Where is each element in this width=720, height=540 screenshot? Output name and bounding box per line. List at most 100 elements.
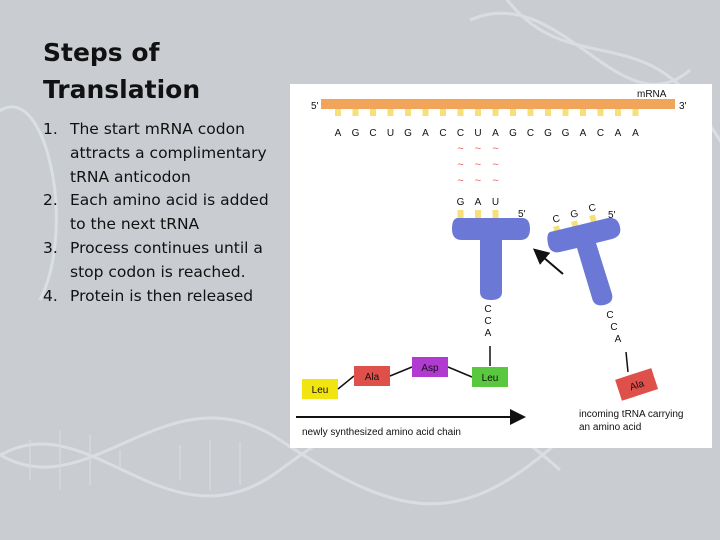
step-item: 1. The start mRNA codon attracts a compli… xyxy=(43,118,275,189)
chain-caption: newly synthesized amino acid chain xyxy=(302,427,461,438)
bound-trna-shape xyxy=(452,218,530,300)
step-number: 4. xyxy=(43,286,58,305)
mrna-base-label: G xyxy=(404,128,412,139)
incoming-trna-tail-base: A xyxy=(615,334,622,345)
anticodon-tick xyxy=(475,210,481,218)
anticodon-ticks xyxy=(457,210,499,218)
incoming-movement-arrow xyxy=(532,248,564,275)
mrna-base-label: A xyxy=(492,128,499,139)
mrna-base-tick xyxy=(510,109,516,116)
mrna-base-tick xyxy=(527,109,534,116)
mrna-base-label: U xyxy=(387,128,394,139)
step-text: Each amino acid is added to the next tRN… xyxy=(70,191,269,234)
pairing-mark: ~ xyxy=(457,159,463,171)
mrna-base-ticks xyxy=(335,109,639,116)
mrna-label: mRNA xyxy=(637,89,667,100)
pairing-mark: ~ xyxy=(457,143,463,155)
amino-acid-label: Leu xyxy=(312,385,329,396)
mrna-base-label: C xyxy=(457,128,464,139)
slide-title-line-1: Steps of xyxy=(43,38,160,67)
amino-acid-box xyxy=(302,379,338,399)
incoming-trna-connector xyxy=(625,351,629,373)
step-item: 3. Process continues until a stop codon i… xyxy=(43,237,275,285)
pairing-mark: ~ xyxy=(475,159,481,171)
mrna-base-tick xyxy=(440,109,446,116)
mrna-base-label: A xyxy=(422,128,429,139)
peptide-bond xyxy=(337,375,355,390)
mrna-base-tick xyxy=(580,109,586,116)
mrna-base-tick xyxy=(545,109,551,116)
incoming-trna-tail-base: C xyxy=(606,310,613,321)
mrna-base-tick xyxy=(352,109,359,116)
mrna-base-tick xyxy=(405,109,411,116)
mrna-base-label: A xyxy=(632,128,639,139)
mrna-base-tick xyxy=(632,109,639,116)
incoming-amino-acid: Ala xyxy=(615,368,659,401)
slide-title-line-2: Translation xyxy=(43,75,201,104)
anticodon-base-label: U xyxy=(492,197,499,208)
mrna-base-label: G xyxy=(509,128,517,139)
step-number: 2. xyxy=(43,191,58,210)
mrna-base-tick xyxy=(457,109,464,116)
step-text: The start mRNA codon attracts a complime… xyxy=(70,120,267,186)
incoming-amino-acid-box xyxy=(615,368,659,401)
step-number: 3. xyxy=(43,238,58,257)
step-number: 1. xyxy=(43,120,58,138)
mrna-strand xyxy=(321,99,675,109)
mrna-5prime-label: 5' xyxy=(311,101,319,112)
incoming-trna-tail: CCA xyxy=(606,310,621,345)
mrna-base-label: C xyxy=(527,128,534,139)
incoming-trna-caption-line-2: an amino acid xyxy=(579,422,641,433)
incoming-trna-caption-line-1: incoming tRNA carrying xyxy=(579,409,683,420)
mrna-base-label: G xyxy=(544,128,552,139)
pairing-mark: ~ xyxy=(475,175,481,187)
incoming-anticodon-base-label: G xyxy=(569,208,579,221)
anticodon-tick xyxy=(492,210,499,218)
mrna-base-label: A xyxy=(615,128,622,139)
pairing-mark: ~ xyxy=(492,159,498,171)
step-item: 4.Protein is then released xyxy=(43,285,275,309)
anticodon-tick xyxy=(457,210,464,218)
anticodon-base-label: A xyxy=(475,197,482,208)
amino-acid-box xyxy=(354,366,390,386)
mrna-base-label: A xyxy=(335,128,342,139)
bound-trna-tail-base: C xyxy=(484,316,491,327)
slide-title: Steps of Translation xyxy=(43,34,283,108)
anticodon-base-label: G xyxy=(457,197,465,208)
amino-acid-box xyxy=(412,357,448,377)
mrna-base-label: G xyxy=(352,128,360,139)
amino-acid-label: Ala xyxy=(365,372,380,383)
steps-list: 1. The start mRNA codon attracts a compli… xyxy=(43,118,275,308)
incoming-anticodon-base-label: C xyxy=(552,213,562,225)
codon-anticodon-pairing: ~~~~~~~~~ xyxy=(457,143,498,187)
mrna-base-tick xyxy=(387,109,394,116)
peptide-bond xyxy=(447,366,473,378)
mrna-base-tick xyxy=(335,109,341,116)
mrna-base-label: C xyxy=(439,128,446,139)
incoming-trna-tail-base: C xyxy=(610,322,617,333)
incoming-anticodon-base-label: C xyxy=(588,202,598,214)
amino-acid-label: Leu xyxy=(482,373,499,384)
step-text: Process continues until a stop codon is … xyxy=(70,238,263,281)
incoming-trna-shape xyxy=(547,217,621,306)
mrna-base-tick xyxy=(492,109,499,116)
pairing-mark: ~ xyxy=(492,175,498,187)
mrna-base-label: A xyxy=(580,128,587,139)
mrna-base-tick xyxy=(475,109,481,116)
step-item: 2. Each amino acid is added to the next t… xyxy=(43,189,275,237)
bound-trna-tail-base: C xyxy=(484,304,491,315)
bound-trna-tail: CCA xyxy=(484,304,491,339)
bound-trna-tail-base: A xyxy=(485,328,492,339)
mrna-base-tick xyxy=(562,109,569,116)
mrna-base-tick xyxy=(422,109,429,116)
mrna-base-label: U xyxy=(474,128,481,139)
mrna-3prime-label: 3' xyxy=(679,101,687,112)
mrna-base-label: C xyxy=(369,128,376,139)
